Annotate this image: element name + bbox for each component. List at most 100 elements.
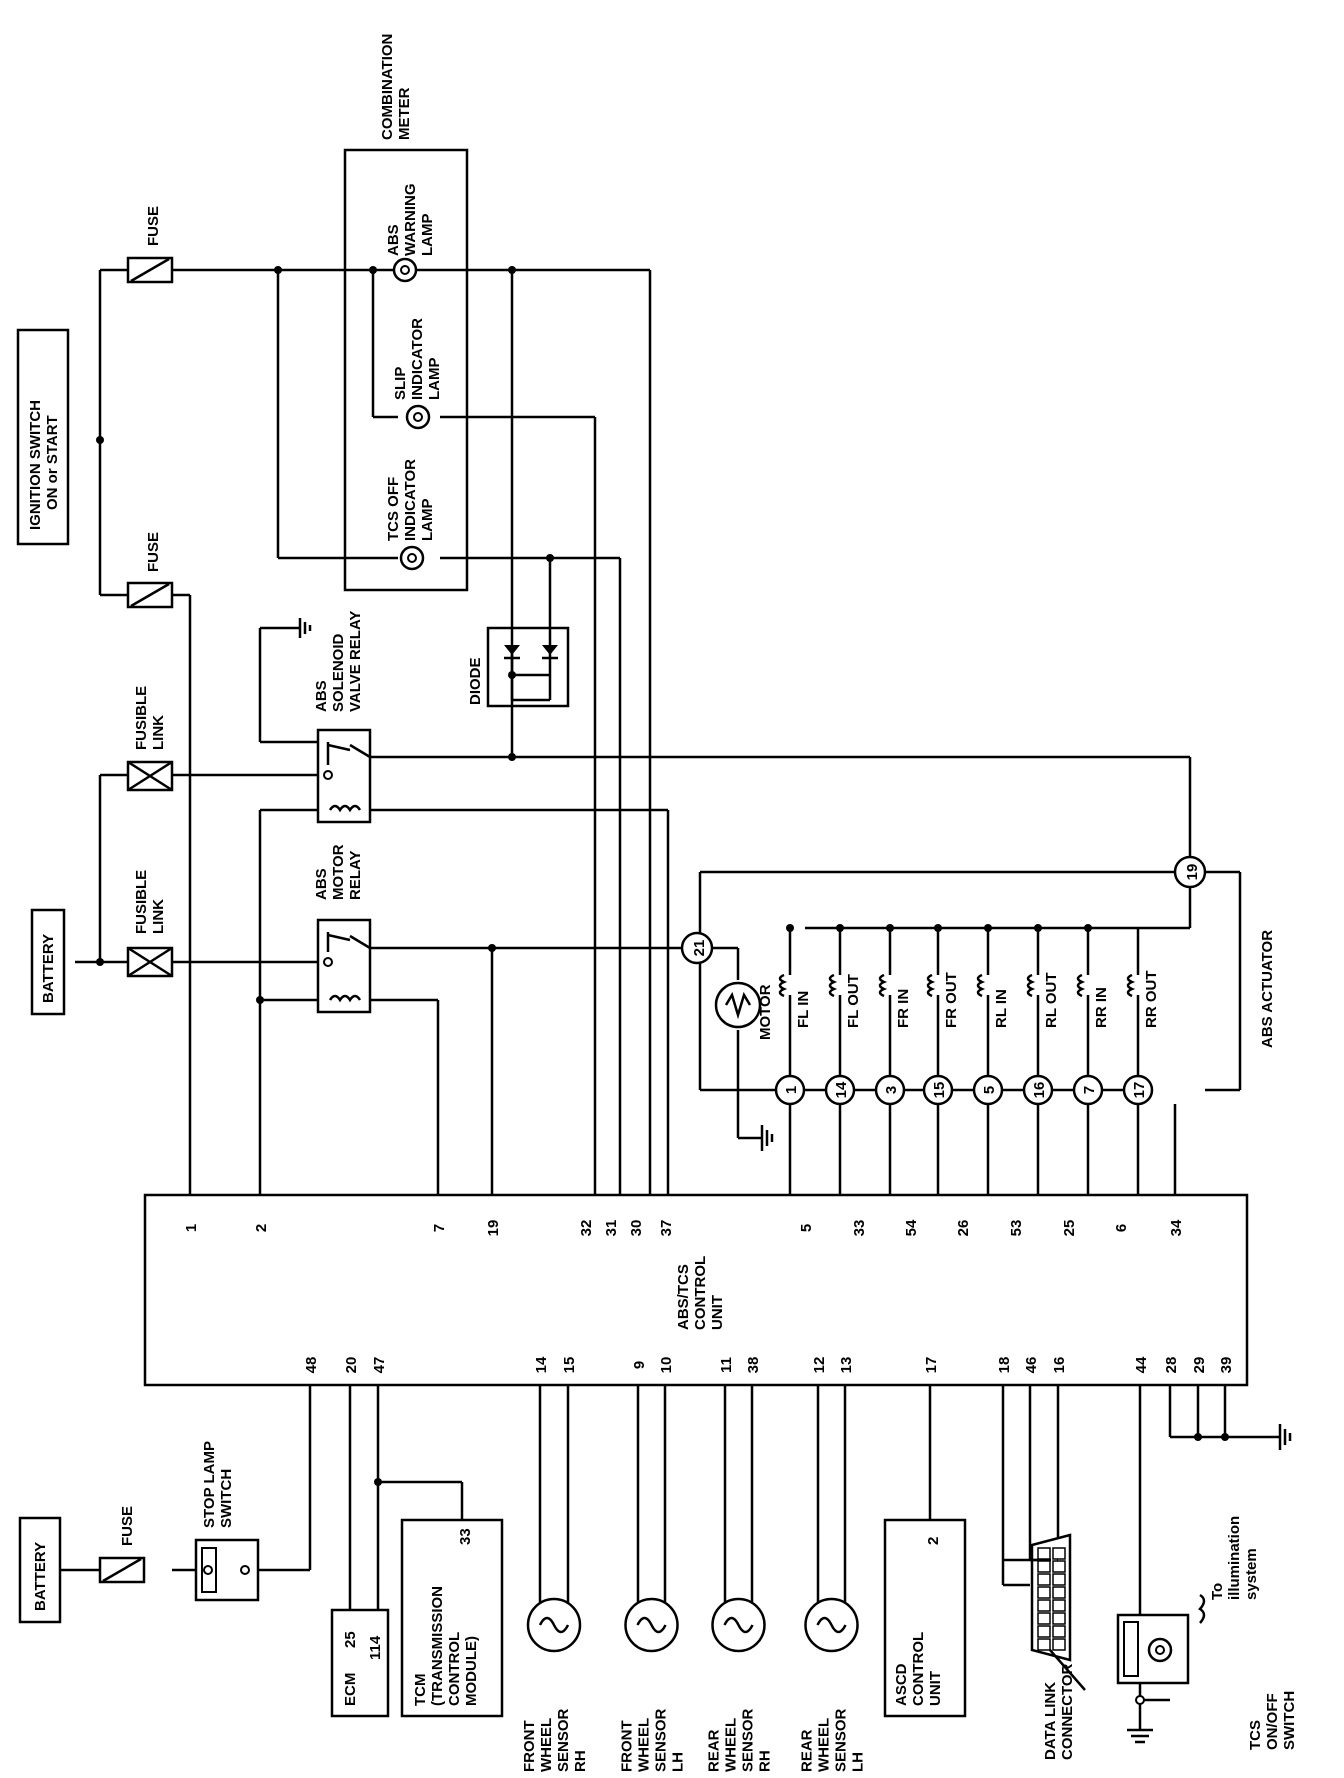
control-unit-pin-20: 20 (343, 1357, 360, 1374)
tcs-off-indicator-lamp: TCS OFF INDICATOR LAMP (385, 459, 436, 571)
control-unit-pin-10: 10 (658, 1357, 675, 1374)
valve-coil-icon (1026, 973, 1036, 998)
ecm: ECM 25 114 (330, 1608, 390, 1718)
svg-text:COMBINATION: COMBINATION (379, 34, 396, 140)
valve-wires (786, 924, 1140, 1092)
actuator-pin-19: 19 (1173, 855, 1207, 889)
control-unit-pin-46: 46 (1023, 1357, 1040, 1374)
svg-text:SOLENOID: SOLENOID (330, 633, 347, 712)
valve-label: RR IN (1093, 987, 1110, 1028)
wheel-sensor-label: SENSOR (740, 1708, 757, 1772)
svg-text:ABS: ABS (313, 868, 330, 900)
svg-text:WARNING: WARNING (402, 184, 419, 257)
actuator-pin-21: 21 (680, 931, 714, 965)
wheel-sensor-label: SENSOR (653, 1708, 670, 1772)
abs-solenoid-valve-relay: ABS SOLENOID VALVE RELAY (298, 611, 372, 824)
svg-text:ABS: ABS (385, 224, 402, 256)
control-unit-pin-9: 9 (631, 1361, 648, 1369)
svg-text:ON or START: ON or START (44, 415, 61, 510)
control-unit-pin-34: 34 (1168, 1219, 1185, 1236)
control-unit-pin-31: 31 (603, 1220, 620, 1237)
wheel-sensor-label: WHEEL (636, 1718, 653, 1772)
control-unit-pin-2: 2 (253, 1224, 270, 1232)
junctions (96, 266, 1229, 1486)
actuator-pin-1: 1 (774, 1074, 806, 1106)
control-unit-pin-30: 30 (628, 1220, 645, 1237)
motor-label: MOTOR (757, 984, 774, 1040)
svg-text:BATTERY: BATTERY (32, 1542, 49, 1611)
svg-text:STOP LAMP: STOP LAMP (201, 1441, 218, 1528)
control-unit-pin-19: 19 (485, 1220, 502, 1237)
control-unit-pin-29: 29 (1191, 1357, 1208, 1374)
control-unit-pin-15: 15 (561, 1357, 578, 1374)
wheel-sensor-label: REAR (799, 1729, 816, 1772)
link-label: LINK (150, 899, 167, 934)
wheel-sensor-label: FRONT (521, 1720, 538, 1772)
svg-text:ECM: ECM (342, 1673, 359, 1706)
valve-coil-icon (926, 973, 936, 998)
control-unit-pin-17: 17 (923, 1357, 940, 1374)
control-unit-pin-44: 44 (1133, 1356, 1150, 1373)
fuse-ignition-lower: FUSE (126, 532, 174, 609)
ascd-control-unit: ASCD CONTROL UNIT 2 (883, 1518, 967, 1718)
wheel-sensor-label: LH (850, 1752, 867, 1772)
svg-text:CONTROL: CONTROL (910, 1632, 927, 1706)
wheel-sensor-label: LH (670, 1752, 687, 1772)
valve-coil-icon (878, 973, 888, 998)
valve-coil-icon (828, 973, 838, 998)
svg-text:25: 25 (342, 1631, 359, 1648)
actuator-pin-16: 16 (1022, 1074, 1054, 1106)
tcs-on-off-switch[interactable]: TCS ON/OFF SWITCH To illumination system (1116, 1516, 1298, 1750)
svg-text:system: system (1243, 1548, 1260, 1600)
svg-text:ABS/TCS: ABS/TCS (675, 1264, 692, 1330)
slip-indicator-lamp: SLIP INDICATOR LAMP (392, 318, 443, 430)
fuse-ignition-upper: FUSE (126, 206, 174, 284)
control-unit-pin-54: 54 (903, 1219, 920, 1236)
actuator-pin-17: 17 (1122, 1074, 1154, 1106)
control-unit-pin-26: 26 (955, 1220, 972, 1237)
svg-text:114: 114 (367, 1635, 384, 1660)
svg-text:MODULE): MODULE) (463, 1636, 480, 1706)
control-unit-pin-18: 18 (996, 1357, 1013, 1374)
svg-text:33: 33 (457, 1528, 474, 1545)
control-unit-pin-12: 12 (811, 1357, 828, 1374)
battery-lower: BATTERY (18, 1516, 62, 1624)
wheel-sensor-label: REAR (706, 1729, 723, 1772)
svg-text:VALVE RELAY: VALVE RELAY (347, 611, 364, 712)
control-unit-pin-53: 53 (1008, 1220, 1025, 1237)
actuator-pin-number: 7 (1081, 1086, 1098, 1094)
actuator-pin-7: 7 (1072, 1074, 1104, 1106)
ground-control-unit (1278, 1424, 1292, 1450)
control-unit-pin-16: 16 (1051, 1357, 1068, 1374)
ignition-switch: IGNITION SWITCH ON or START (16, 328, 70, 546)
abs-motor-relay: ABS MOTOR RELAY (313, 844, 372, 1014)
wheel-sensor-label: SENSOR (833, 1708, 850, 1772)
valve-label: FR OUT (943, 972, 960, 1028)
svg-text:TCM: TCM (412, 1674, 429, 1707)
svg-text:ON/OFF: ON/OFF (1264, 1693, 1281, 1750)
fusible-link-lower: FUSIBLE LINK (126, 870, 174, 978)
wheel-sensor-label: SENSOR (555, 1708, 572, 1772)
svg-text:SWITCH: SWITCH (1281, 1691, 1298, 1750)
actuator-pin-number: 3 (883, 1086, 900, 1094)
wheel-sensor-label: FRONT (619, 1720, 636, 1772)
control-unit-pin-47: 47 (371, 1357, 388, 1374)
svg-text:CONTROL: CONTROL (446, 1632, 463, 1706)
control-unit-pin-33: 33 (851, 1220, 868, 1237)
svg-text:LAMP: LAMP (419, 214, 436, 257)
wiring (60, 268, 1280, 1730)
valve-label: RL IN (993, 989, 1010, 1028)
control-unit-pin-48: 48 (303, 1357, 320, 1374)
actuator-pin-15: 15 (922, 1074, 954, 1106)
actuator-pin-number: 16 (1031, 1082, 1048, 1099)
valve-label: FL OUT (845, 974, 862, 1028)
fusible-label: FUSIBLE (133, 686, 150, 750)
valve-label: FR IN (895, 989, 912, 1028)
svg-text:DATA LINK: DATA LINK (1042, 1682, 1059, 1760)
control-unit-pin-25: 25 (1061, 1220, 1078, 1237)
svg-text:19: 19 (1184, 864, 1201, 881)
svg-text:2: 2 (925, 1537, 942, 1545)
control-unit-pin-14: 14 (533, 1356, 550, 1373)
